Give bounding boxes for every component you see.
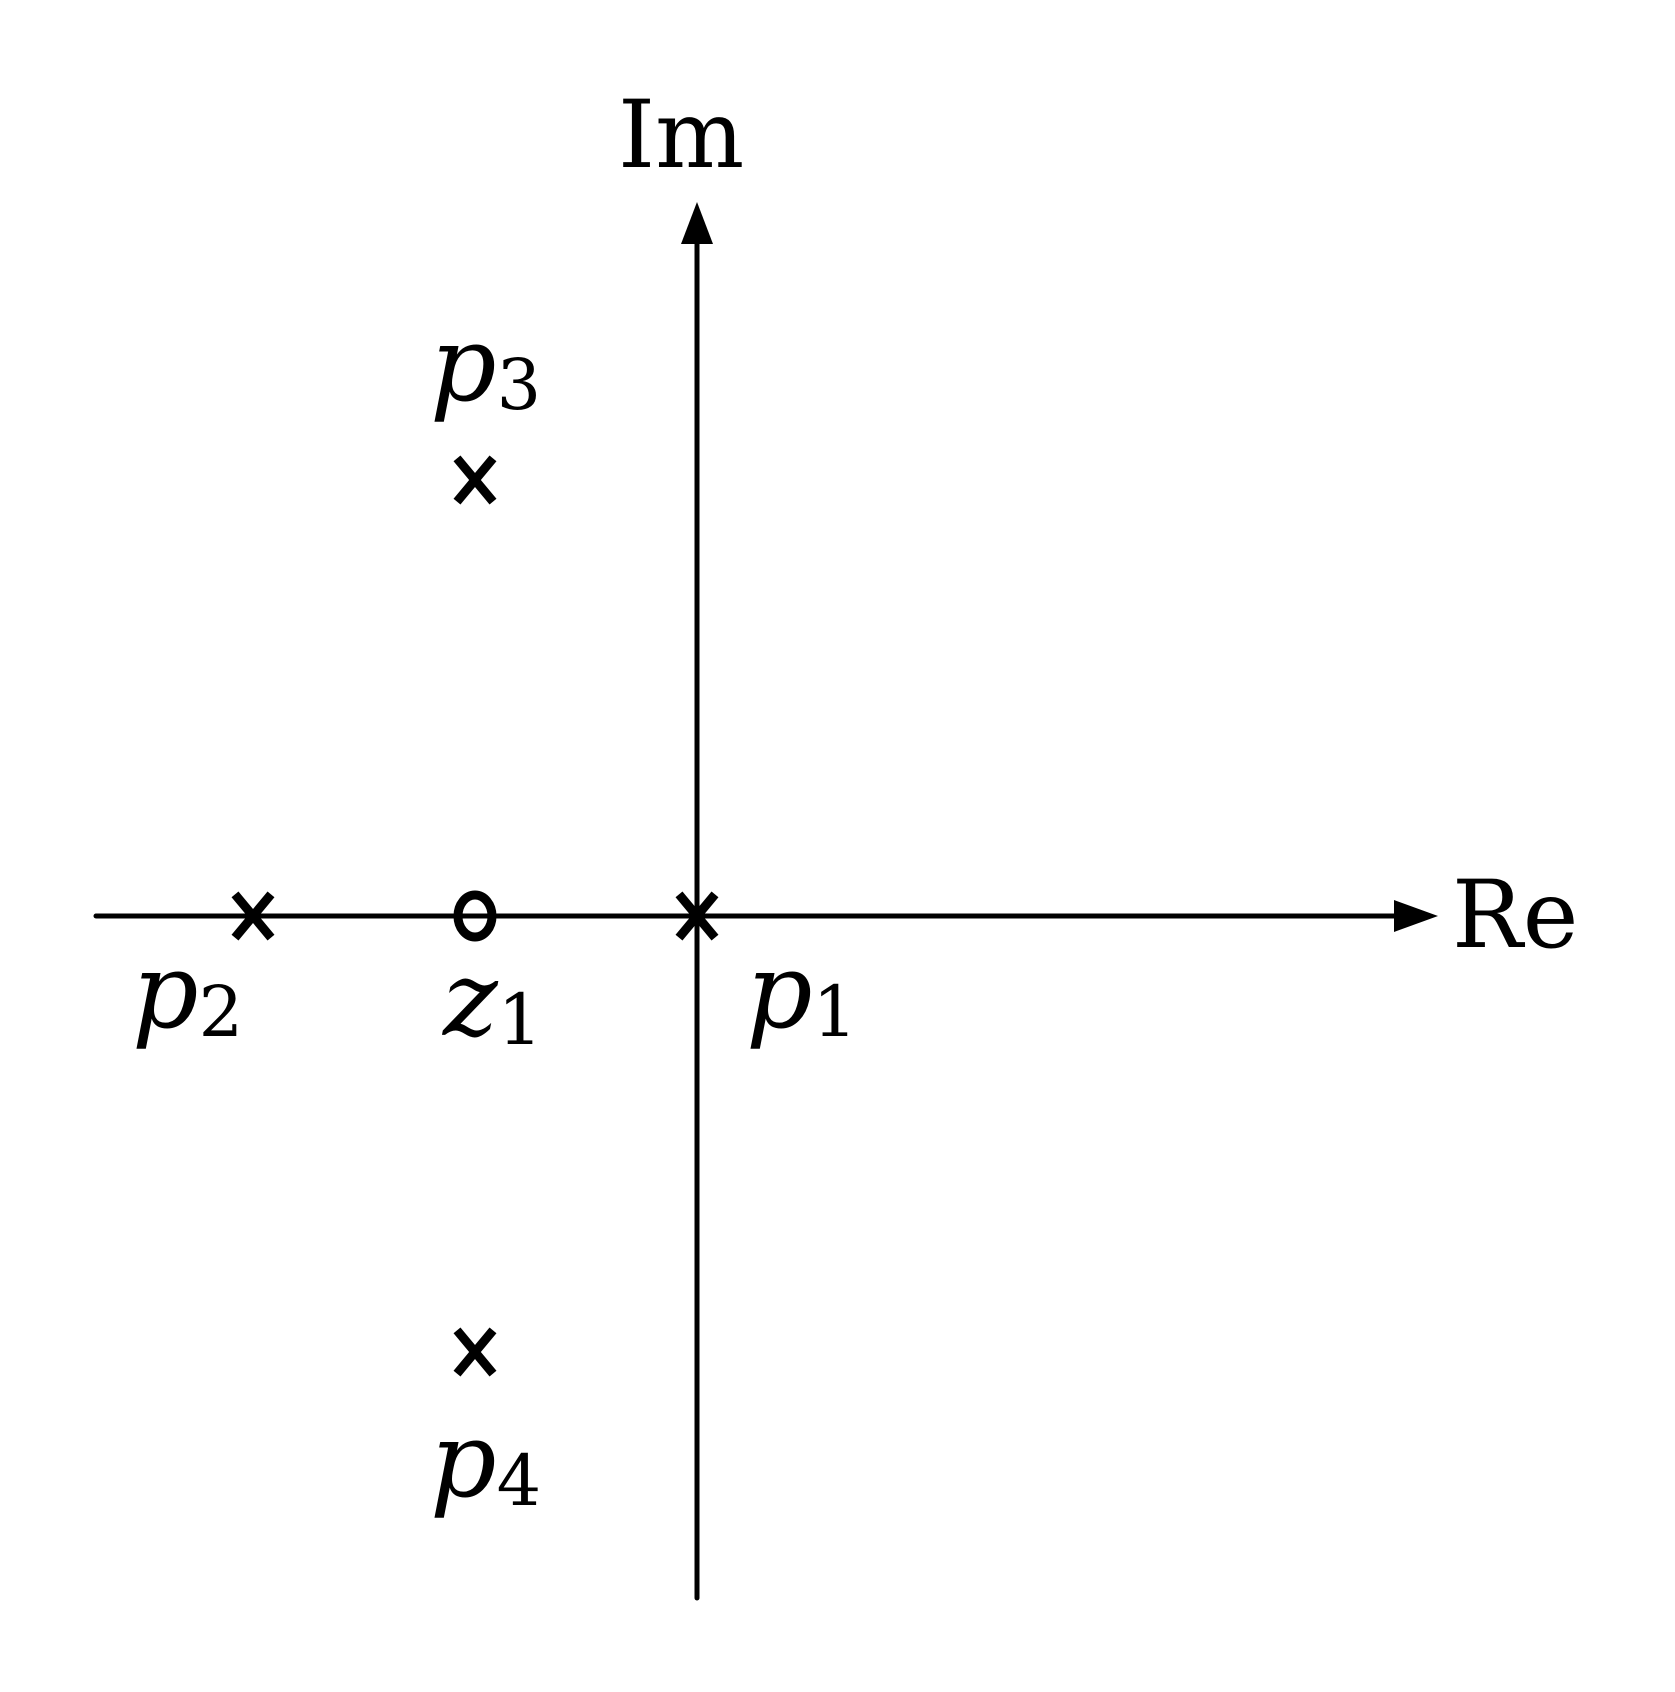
imaginary-axis-arrow [681, 202, 713, 244]
label-p3: p3 [430, 303, 541, 426]
real-axis-label: Re [1452, 861, 1578, 970]
label-z1: z1 [441, 938, 542, 1061]
pole-stroke [675, 891, 719, 941]
pole-marker-p2 [231, 891, 275, 941]
imaginary-axis-label: Im [618, 81, 744, 190]
point-labels: p1 p2 z1 p3 p4 [132, 303, 857, 1522]
markers-layer [231, 455, 719, 1377]
pole-marker-p3 [453, 455, 497, 505]
label-p1: p1 [746, 930, 857, 1053]
pole-stroke [453, 455, 497, 505]
pole-stroke [453, 1327, 497, 1377]
real-axis-arrow [1394, 900, 1438, 932]
pole-marker-p1 [675, 891, 719, 941]
label-p2: p2 [132, 930, 243, 1053]
label-p4: p4 [430, 1399, 541, 1522]
zero-marker-z1 [453, 890, 497, 942]
pole-stroke [231, 891, 275, 941]
pole-marker-p4 [453, 1327, 497, 1377]
